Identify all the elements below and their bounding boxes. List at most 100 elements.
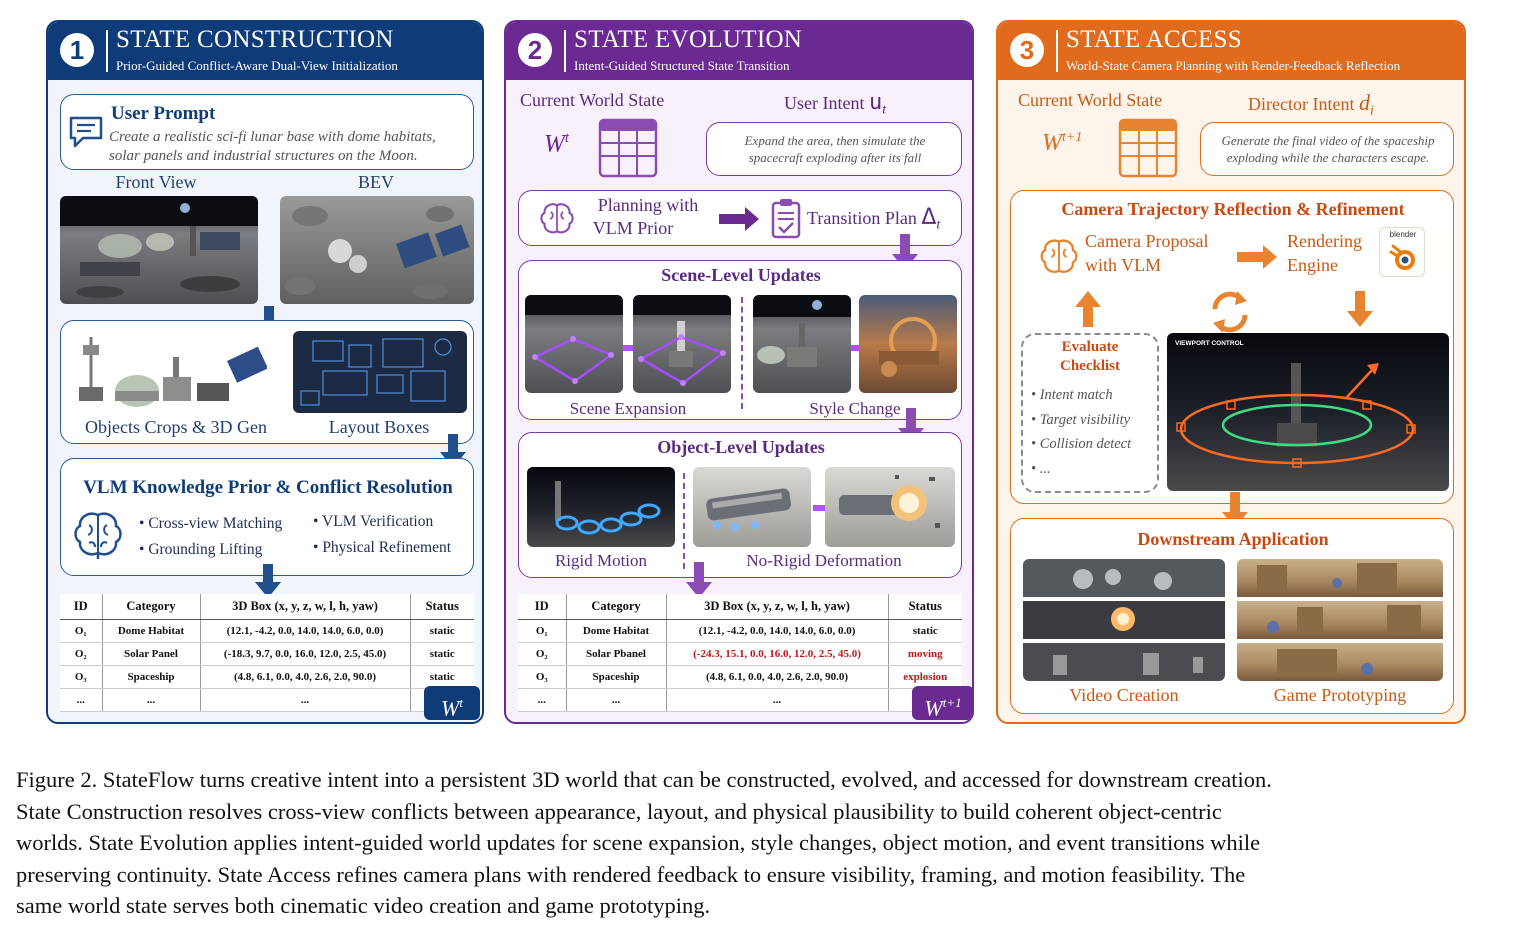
user-prompt-text-line1: Create a realistic sci-fi lunar base wit… [109,129,436,145]
bev-label: BEV [358,172,394,192]
state-badge-wt1: Wt+1 [912,686,972,720]
user-prompt-text-line2: solar panels and industrial structures o… [109,148,418,164]
style-change-before-image [753,295,851,393]
chat-icon [69,116,103,148]
rigid-motion-image [527,467,675,547]
checklist-item: • Target visibility [1031,412,1131,428]
reflection-box: Camera Trajectory Reflection & Refinemen… [1010,190,1454,504]
right-arrow-icon [1237,245,1277,269]
deformation-after-image [825,467,955,547]
camera-proposal-line2: with VLM [1085,255,1162,275]
vlm-knowledge-title: VLM Knowledge Prior & Conflict Resolutio… [83,477,453,498]
director-intent-label: Director Intent di [1248,90,1374,119]
user-prompt-box: User Prompt Create a realistic sci-fi lu… [60,94,474,170]
current-world-state-label: Current World State [1018,90,1163,110]
reflection-title: Camera Trajectory Reflection & Refinemen… [1061,199,1405,219]
panel3-number: 3 [1010,33,1044,67]
panel3-title: STATE ACCESS [1066,26,1242,53]
world-state-symbol: Wt+1 [1042,130,1083,156]
panel1-number: 1 [60,33,94,67]
world-state-table-1: ID Category 3D Box (x, y, z, w, l, h, ya… [60,594,474,712]
user-intent-text-line1: Expand the area, then simulate the [744,133,926,148]
brain-icon [74,512,122,559]
objects-crops-label: Objects Crops & 3D Gen [85,417,267,437]
caption-line: worlds. State Evolution applies intent-g… [16,830,1261,855]
user-intent-text-line2: spacecraft exploding after its fall [748,150,922,165]
up-arrow-icon [1075,291,1101,327]
header-separator [564,30,566,72]
panel-state-construction: 1 STATE CONSTRUCTION Prior-Guided Confli… [46,20,484,724]
panel1-title: STATE CONSTRUCTION [116,26,394,53]
brain-icon [1040,239,1078,273]
brain-icon [540,203,574,234]
down-arrow-3 [255,564,281,598]
scene-expansion-after-image [633,295,731,393]
down-arrow-icon [1347,291,1373,327]
video-creation-label: Video Creation [1069,685,1179,705]
objects-layout-box: Objects Crops & 3D Gen Layout Boxes [60,320,474,444]
style-change-after-image [859,295,957,393]
layout-boxes-image [293,331,467,413]
panel2-title: STATE EVOLUTION [574,26,803,53]
panel-state-access: 3 STATE ACCESS World-State Camera Planni… [996,20,1466,724]
viewport-render-image: VIEWPORT CONTROL [1167,333,1449,491]
viewport-label: VIEWPORT CONTROL [1175,340,1244,347]
scene-expansion-label: Scene Expansion [569,399,687,418]
vlm-knowledge-box: VLM Knowledge Prior & Conflict Resolutio… [60,458,474,576]
panel3-header: 3 STATE ACCESS World-State Camera Planni… [998,22,1464,80]
table-header-row: ID Category 3D Box (x, y, z, w, l, h, ya… [518,594,962,620]
caption-line: preserving continuity. State Access refi… [16,861,1246,887]
current-world-state-label: Current World State [520,90,665,110]
world-state-symbol: Wt [544,130,569,158]
transition-plan-label: Transition Plan Δt [807,205,941,233]
video-creation-image [1023,559,1225,681]
bev-image [280,196,474,304]
game-prototyping-image [1237,559,1443,681]
table-row: ......... [60,688,474,712]
scene-level-title: Scene-Level Updates [661,265,821,285]
downstream-box: Downstream Application Video Creation Ga… [1010,518,1454,714]
caption-line: same world state serves both cinematic v… [16,893,711,918]
style-change-label: Style Change [809,399,901,418]
clipboard-icon [771,199,801,239]
table-header-row: ID Category 3D Box (x, y, z, w, l, h, ya… [60,594,474,620]
checklist-item: • Intent match [1031,387,1113,403]
rendering-engine-line2: Engine [1287,255,1338,275]
checklist-item: • Collision detect [1031,436,1132,452]
caption-line: Figure 2. StateFlow turns creative inten… [16,767,1272,792]
panel1-subtitle: Prior-Guided Conflict-Aware Dual-View In… [116,58,398,73]
panel2-subtitle: Intent-Guided Structured State Transitio… [574,58,790,73]
front-view-image [60,196,258,304]
evaluate-checklist-box: Evaluate Checklist • Intent match • Targ… [1021,333,1159,493]
panel-state-evolution: 2 STATE EVOLUTION Intent-Guided Structur… [504,20,974,724]
front-view-label: Front View [115,172,197,192]
director-intent-box: Generate the final video of the spaceshi… [1200,122,1454,176]
planning-label-line2: VLM Prior [592,218,674,238]
camera-proposal-line1: Camera Proposal [1085,231,1209,251]
dashed-divider [683,473,685,569]
checklist-title-line2: Checklist [1060,358,1120,374]
state-badge-wt: Wt [424,686,480,720]
refresh-cycle-icon [1212,291,1248,333]
user-intent-label: User Intent ut [784,90,887,118]
panel3-subtitle: World-State Camera Planning with Render-… [1066,58,1401,73]
no-rigid-deformation-label: No-Rigid Deformation [746,551,902,570]
scene-expansion-before-image [525,295,623,393]
planning-box: Planning with VLM Prior Transition Plan … [518,190,962,246]
rendering-engine-line1: Rendering [1287,231,1362,251]
rigid-motion-label: Rigid Motion [554,551,648,570]
blender-icon [1389,244,1415,270]
header-separator [1056,30,1058,72]
scene-level-box: Scene-Level Updates Scene Expansion Sty [518,260,962,420]
bullet-vlm-verification: • VLM Verification [313,513,434,530]
world-state-table-2: ID Category 3D Box (x, y, z, w, l, h, ya… [518,594,962,712]
blender-label: blender [1389,230,1417,239]
director-intent-text-line1: Generate the final video of the spaceshi… [1221,133,1435,148]
deformation-before-image [693,467,811,547]
